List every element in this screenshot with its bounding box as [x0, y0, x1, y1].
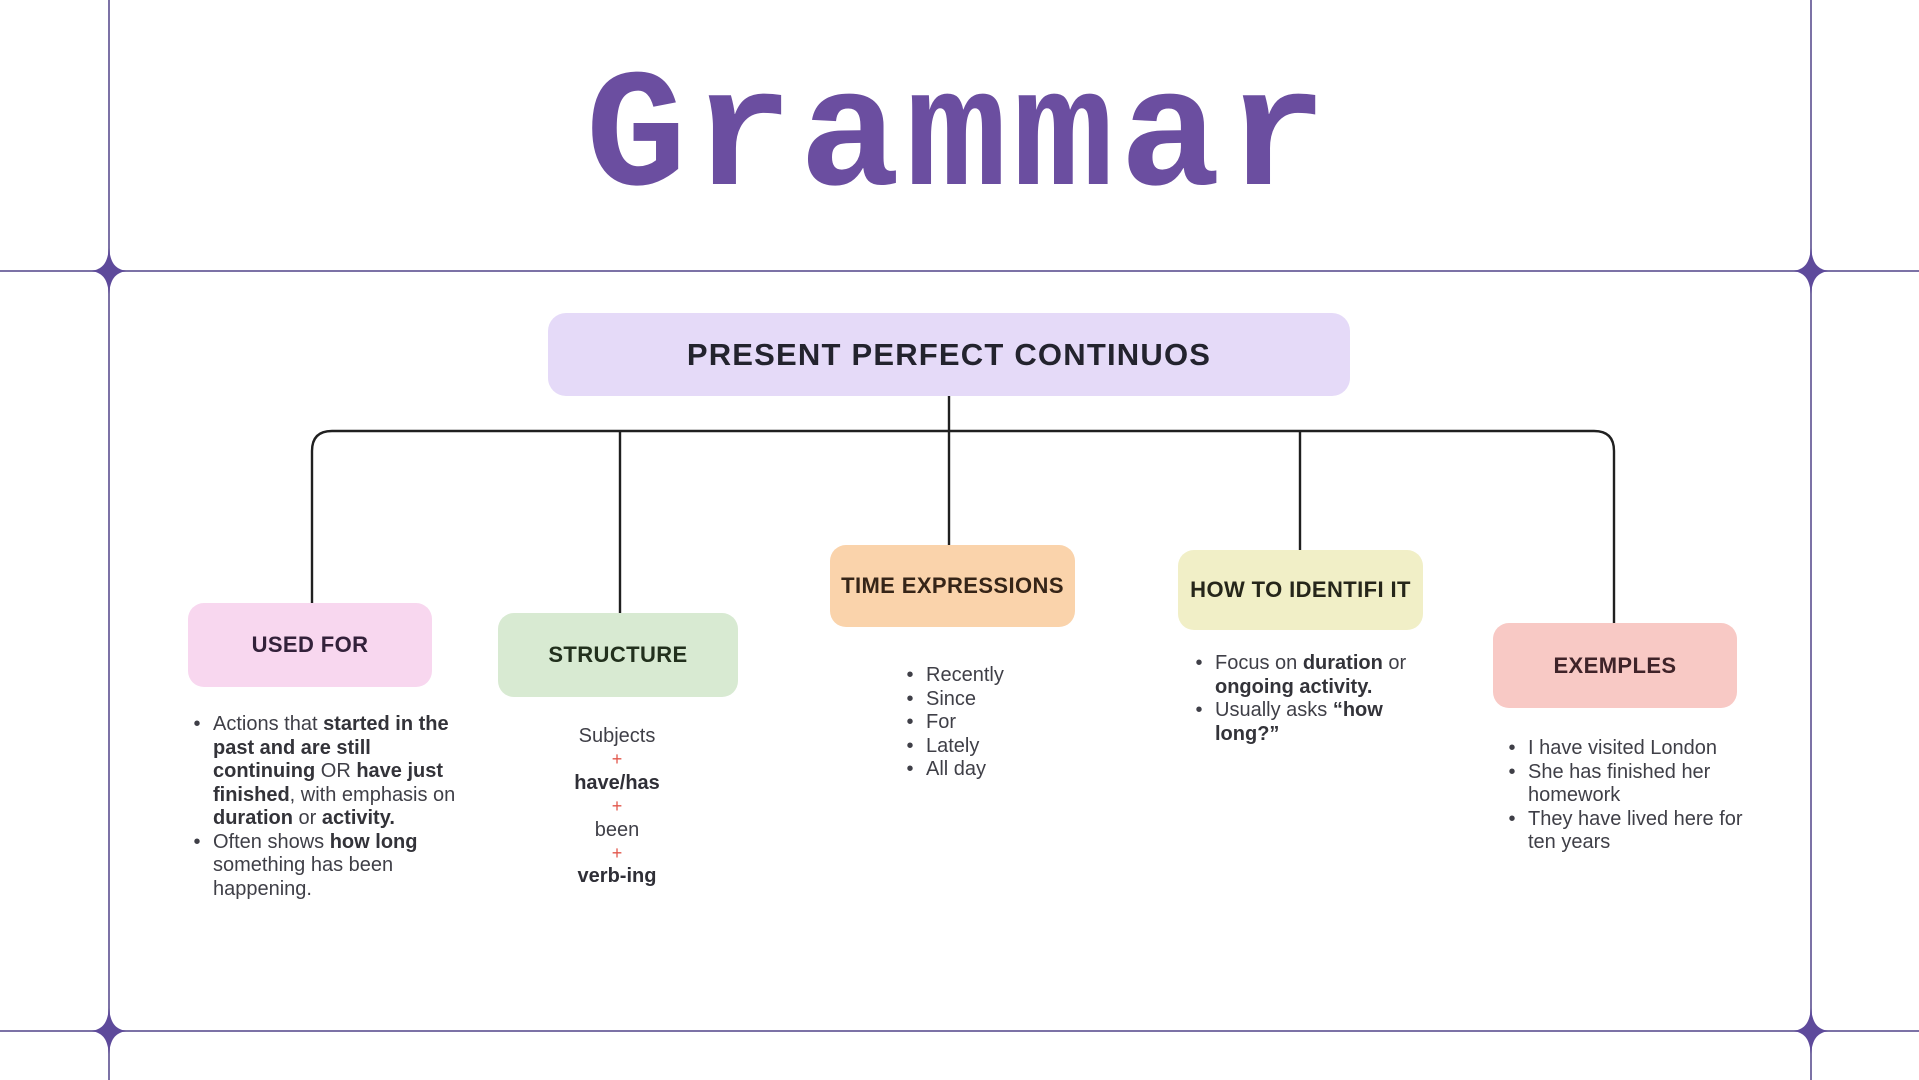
branch-node-exemples: EXEMPLES [1493, 623, 1737, 708]
sparkle-icon [1794, 1008, 1828, 1054]
branch-node-how-to-identify: HOW TO IDENTIFI IT [1178, 550, 1423, 630]
list-item-text: She has finished her homework [1528, 760, 1711, 807]
bullet-dot: • [1508, 760, 1516, 783]
list-item: • I have visited London [1505, 737, 1747, 761]
list-item-text: Recently [926, 664, 1004, 686]
list-item: • Lately [903, 735, 1113, 759]
branch-label: EXEMPLES [1553, 652, 1677, 678]
formula-line: + [611, 749, 623, 770]
bullet-dot: • [906, 664, 914, 686]
root-node-label: PRESENT PERFECT CONTINUOS [686, 336, 1212, 372]
root-node-present-perfect-continuous: PRESENT PERFECT CONTINUOS [548, 313, 1350, 396]
bullet-dot: • [906, 711, 914, 733]
used-for-bullet-list: • Actions that started in the past and ar… [190, 713, 462, 901]
list-item: • They have lived here for ten years [1505, 808, 1747, 855]
formula-line: verb-ing [577, 865, 657, 888]
list-item: • She has finished her homework [1505, 761, 1747, 808]
list-item-text: Since [926, 687, 977, 710]
bullet-dot: • [1508, 737, 1516, 759]
bullet-dot: • [1195, 699, 1203, 721]
list-item-text: I have visited London [1528, 737, 1718, 759]
list-item: • Usually asks “how long?” [1192, 699, 1434, 746]
structure-formula: Subjects+have/has+been+verb-ing [497, 725, 737, 889]
frame-line-left [108, 0, 110, 1080]
exemples-bullet-list: • I have visited London • She has finished … [1505, 737, 1747, 855]
bullet-dot: • [906, 758, 914, 780]
list-item: • Often shows how long something has been… [190, 831, 462, 902]
branch-label: USED FOR [251, 632, 369, 657]
branch-label: STRUCTURE [548, 642, 688, 667]
bullet-dot: • [193, 830, 201, 853]
list-item-text: Lately [926, 734, 980, 757]
list-item-text: They have lived here for ten years [1528, 807, 1743, 854]
bullet-dot: • [906, 734, 914, 757]
branch-label: TIME EXPRESSIONS [841, 573, 1064, 598]
list-item-text: Usually asks “how long?” [1215, 699, 1383, 745]
list-item: • Since [903, 688, 1113, 712]
list-item: • Actions that started in the past and ar… [190, 713, 462, 831]
bullet-dot: • [1195, 652, 1203, 674]
formula-line: been [594, 818, 640, 841]
frame-line-top [0, 270, 1919, 272]
connector-group [310, 396, 1616, 624]
list-item-text: Focus on duration or ongoing activity. [1215, 652, 1407, 698]
list-item: • All day [903, 758, 1113, 782]
sparkle-icon [1794, 248, 1828, 294]
list-item-text: All day [926, 758, 987, 780]
branch-node-time-expressions: TIME EXPRESSIONS [830, 545, 1075, 627]
list-item: • For [903, 711, 1113, 735]
time-expressions-bullet-list: • Recently • Since • For • Lately • All day [903, 664, 1113, 782]
branch-label: HOW TO IDENTIFI IT [1190, 577, 1411, 602]
frame-line-bottom [0, 1030, 1919, 1032]
sparkle-icon [92, 1008, 126, 1054]
connector-bracket [310, 429, 1616, 624]
list-item-text: Often shows how long something has been … [213, 830, 418, 900]
sparkle-icon [92, 248, 126, 294]
list-item-text: For [926, 711, 956, 733]
bullet-dot: • [906, 687, 914, 710]
branch-node-structure: STRUCTURE [498, 613, 738, 697]
list-item-text: Actions that started in the past and are… [213, 713, 456, 829]
formula-line: Subjects [578, 725, 656, 747]
formula-line: + [611, 843, 623, 864]
list-item: • Recently [903, 664, 1113, 688]
branch-node-used-for: USED FOR [188, 603, 432, 687]
how-to-identify-bullet-list: •Focus on duration or ongoing activity.•… [1192, 652, 1434, 746]
list-item: • Focus on duration or ongoing activity. [1192, 652, 1434, 699]
formula-line: + [611, 796, 623, 817]
page-title: Grammar [585, 45, 1334, 235]
bullet-dot: • [193, 713, 201, 735]
bullet-dot: • [1508, 807, 1516, 830]
frame-line-right [1810, 0, 1812, 1080]
formula-line: have/has [574, 771, 660, 794]
